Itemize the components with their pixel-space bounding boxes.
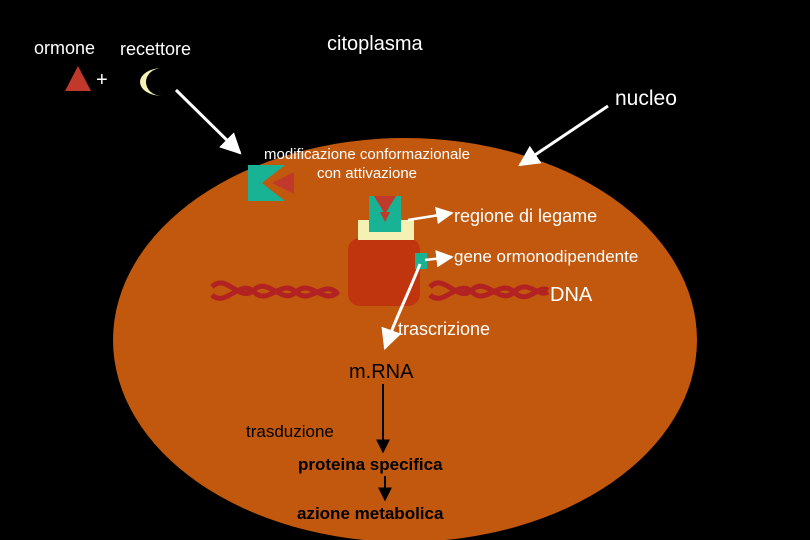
activated-complex (248, 165, 294, 201)
gene-marker (415, 253, 427, 269)
arrow-transcription (381, 263, 422, 350)
label-modificazione: modificazione conformazionale con attiva… (242, 145, 492, 183)
label-nucleo: nucleo (615, 87, 677, 110)
arrow-receptor-to-complex (174, 88, 242, 155)
label-plus: + (96, 69, 108, 91)
label-modificazione-line2: con attivazione (316, 165, 418, 182)
binding-complex (348, 196, 420, 306)
arrow-gene (424, 250, 454, 268)
label-gene-ormonodipendente: gene ormonodipendente (454, 247, 639, 266)
label-modificazione-line1: modificazione conformazionale (264, 146, 470, 163)
nucleus-ellipse (113, 138, 697, 540)
receptor-crescent (140, 68, 162, 96)
label-trascrizione: trascrizione (398, 319, 491, 339)
dna-helix-right (428, 280, 550, 301)
label-regione-di-legame: regione di legame (454, 206, 598, 226)
hormone-triangle (65, 66, 91, 91)
arrow-binding-region (407, 206, 454, 225)
dna-helix-left (210, 280, 340, 301)
label-trasduzione: trasduzione (246, 422, 334, 441)
label-citoplasma: citoplasma (327, 33, 423, 55)
label-ormone: ormone (34, 38, 96, 58)
label-dna: DNA (550, 284, 593, 306)
label-azione-metabolica: azione metabolica (297, 504, 444, 523)
label-recettore: recettore (120, 39, 192, 59)
label-proteina-specifica: proteina specifica (298, 455, 443, 474)
arrow-nucleo-pointer (518, 104, 609, 167)
label-mrna: m.RNA (349, 361, 414, 383)
